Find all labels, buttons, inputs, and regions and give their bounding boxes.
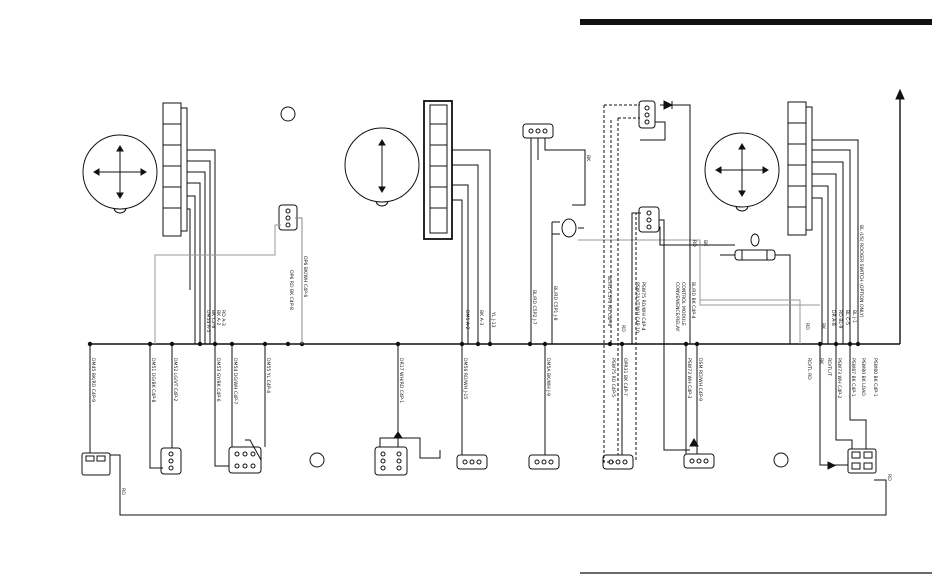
wire-label: DM51 DG/BK C4P-8 xyxy=(150,358,156,403)
wire-label: PSW87 BK C4P-1 xyxy=(850,358,856,397)
wire-label: RD/TL/T xyxy=(826,358,832,376)
wire-label: DM56 RD/WH J-15 xyxy=(462,358,468,399)
wire-label: DR A-8 xyxy=(830,310,836,326)
wire-label: BK A-2 xyxy=(215,310,221,325)
wire-label: DM45 BK/RD C4P-9 xyxy=(90,358,96,402)
diode-top xyxy=(660,100,691,344)
wire-label: DR17 WH/RD C4P-1 xyxy=(398,358,404,403)
wire-label: DM54 DG/WH C4P-7 xyxy=(232,358,238,404)
wire-label: PSW80 BK C4P-1 xyxy=(872,358,878,397)
wire-label: BL/RD C5P2 J-7 xyxy=(531,290,537,325)
bottom-connector-d xyxy=(456,344,488,470)
round-grommet-icon xyxy=(309,452,325,468)
right-motor xyxy=(704,132,780,212)
wire-label: YL J-13 xyxy=(490,311,496,328)
connector-mid-right-center xyxy=(631,206,735,460)
wire-label: CONTROL MODULE xyxy=(680,282,686,326)
diode-icon xyxy=(663,100,674,110)
wire-label: DSM RD/WH C4P-9 xyxy=(697,358,703,401)
relay-coil-icon xyxy=(551,218,770,344)
upper-small-connector xyxy=(154,204,303,344)
wire-label: PSW73 WH C4P-2 xyxy=(836,358,842,398)
wire-label: BL C-5 xyxy=(844,310,850,325)
dashed-circuit xyxy=(603,104,640,463)
wire-label: DM55 YL C4P-4 xyxy=(265,358,271,393)
wire-label: PSW75 RD/WH C4P-4 xyxy=(640,282,646,331)
header-rule xyxy=(580,19,932,25)
diode-icon xyxy=(827,461,837,470)
wire-label: OP6 RD BK C4P-8 xyxy=(288,270,294,310)
wire-label: PSW75 RD C4P-5 xyxy=(610,358,616,397)
right-motor-connector xyxy=(787,101,813,236)
wire-labels: DM45 BK/RD C4P-9 DM51 DG/BK C4P-8 DM52 L… xyxy=(90,155,892,495)
wire-label: DM53 GY/BK C4P-6 xyxy=(215,358,221,402)
bottom-connector-e xyxy=(528,344,560,470)
wire-label: PSW80 BK LOAD xyxy=(860,358,866,396)
wire-label: RD/TL RD xyxy=(806,358,812,380)
wire-label: BK xyxy=(702,240,708,247)
bottom-right-connector xyxy=(819,344,877,474)
wire-label: BK A-3 xyxy=(478,310,484,325)
four-way-arrow-motor-icon xyxy=(715,143,769,197)
bottom-connector-b xyxy=(214,344,266,474)
wire-label: CONVENIENCE/RELAY xyxy=(674,282,680,332)
left-motor-connector xyxy=(162,102,188,237)
wire-label: PSW73 WH C4P-3 xyxy=(686,358,692,398)
wire-label: BL (I/S) ROCKER SWITCH (OPTION ONLY) xyxy=(858,225,864,318)
center-motor-wires xyxy=(452,149,491,344)
top-connector-3pin xyxy=(522,123,586,344)
wire-label: BL/RD C5P1 J-8 xyxy=(552,286,558,321)
wire-label: RD BL-9 xyxy=(837,310,843,328)
bottom-connector-c xyxy=(374,344,441,476)
bottom-connector-a xyxy=(149,344,182,475)
wire-label: RD xyxy=(804,323,810,330)
wire-label: OPR31 BK C4P-7 xyxy=(622,358,628,396)
wire-label: RD A-3 xyxy=(220,310,226,326)
bulb-fuse xyxy=(720,233,791,344)
wire-label: RD xyxy=(620,325,626,332)
wire-label: BK xyxy=(818,358,824,365)
bottom-connector-g xyxy=(683,344,715,469)
connector-upper-right-center xyxy=(638,100,666,141)
wire-label: BK xyxy=(820,323,826,330)
center-motor xyxy=(344,127,420,207)
wire-label: BL J-1 xyxy=(851,310,857,323)
wire-label: DM5A BK/WH J-9 xyxy=(545,358,551,396)
diode-icon xyxy=(689,437,699,447)
wire-label: RD xyxy=(120,488,126,495)
wire-label: DM54 A-5 xyxy=(205,310,211,333)
left-motor xyxy=(82,134,158,214)
bottom-left-connector xyxy=(81,344,887,516)
wire-label: RD xyxy=(691,240,697,247)
bottom-connector-f xyxy=(602,344,634,470)
up-down-arrow-motor-icon xyxy=(378,139,386,193)
wire-label: OP6 BK/WH C4P-6 xyxy=(302,256,308,297)
wire-label: RD xyxy=(886,474,892,481)
right-motor-wires xyxy=(812,139,859,344)
wire-label: DM52 LG/VT C4P-2 xyxy=(172,358,178,401)
ground-arrow-icon xyxy=(895,88,905,344)
wire-label: BL/RD C5P3 RD C4P-6 xyxy=(606,276,612,326)
diode-icon xyxy=(393,431,403,439)
center-motor-connector xyxy=(423,100,453,240)
round-grommet-icon xyxy=(280,106,296,122)
wire-label: DM1 A-2 xyxy=(464,310,470,330)
left-motor-wires xyxy=(187,149,216,344)
wire-label: PSW74 VT/WH C4P-10 xyxy=(634,282,640,333)
wire-label: BK C2-6 xyxy=(210,310,216,328)
wire-label: BL/RD BK C4P-4 xyxy=(690,282,696,319)
round-grommet-icon xyxy=(773,452,789,468)
grey-return-wires xyxy=(580,239,801,344)
wire-label: BK xyxy=(585,155,591,162)
four-way-arrow-motor-icon xyxy=(93,145,147,199)
